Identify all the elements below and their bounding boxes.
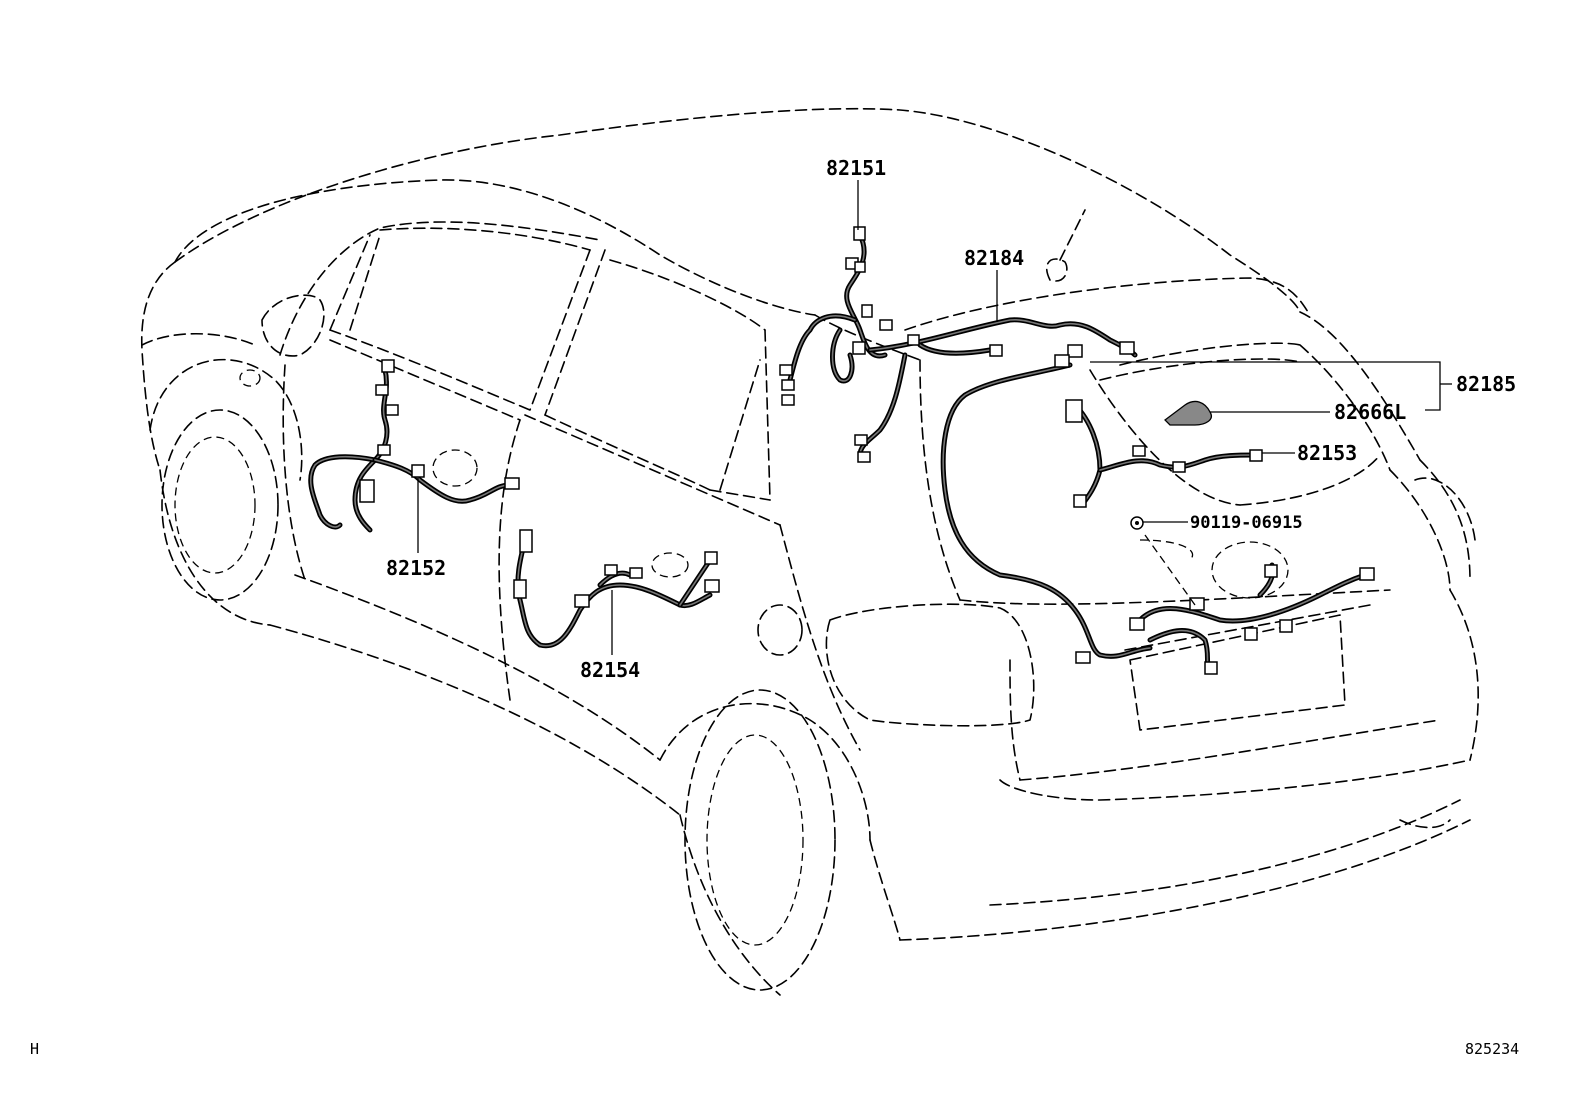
harness-82185 [940,354,1375,675]
harness-82154 [513,529,720,649]
label-82151: 82151 [826,156,886,180]
bolt-90119-06915 [1130,516,1196,606]
footer-right-code: 825234 [1465,1040,1519,1058]
label-82152: 82152 [386,556,446,580]
part-labels: 82151 82184 82185 82666L 82153 90119-069… [386,156,1516,682]
car-body-outline [140,107,1479,996]
label-90119-06915: 90119-06915 [1190,513,1303,533]
label-82184: 82184 [964,246,1024,270]
label-82666L: 82666L [1334,400,1406,424]
footer-left-code: H [30,1040,39,1058]
label-82153: 82153 [1297,441,1357,465]
harness-82151 [779,226,893,406]
harness-82152 [308,359,520,533]
harness-82184 [854,317,1138,463]
label-82154: 82154 [580,658,640,682]
leader-lines [417,180,1452,655]
harness-82153 [1065,399,1263,508]
bracket-82666L [1164,400,1212,426]
label-82185: 82185 [1456,372,1516,396]
